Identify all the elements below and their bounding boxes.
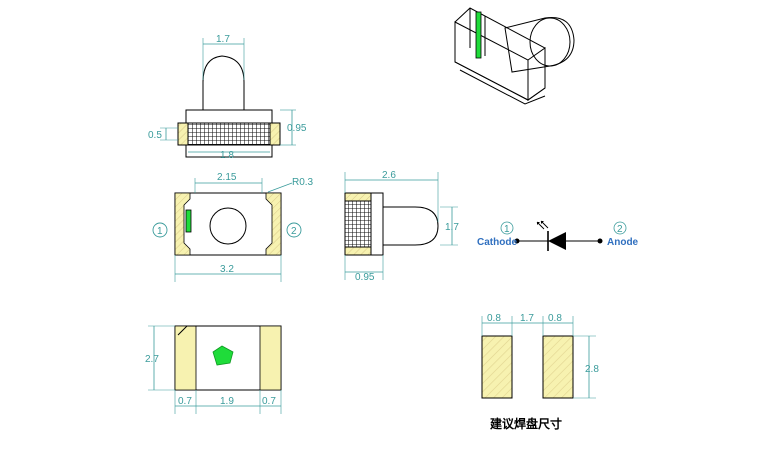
dim-side-height: 1.7: [445, 222, 459, 233]
pin1-circle: [152, 222, 168, 238]
dim-bottom-pad-right: 0.7: [262, 396, 276, 407]
dim-side-bottom: 0.95: [355, 272, 375, 283]
dim-bottom-height: 2.7: [145, 354, 159, 365]
dim-pad1: 0.8: [487, 313, 501, 324]
dim-front-length: 3.2: [220, 264, 234, 275]
top-grid-section: [177, 122, 281, 146]
pin2-circle: [286, 222, 302, 238]
schematic-pin2-number: 2: [617, 224, 623, 235]
front-view: 2.15 R0.3 3.2 1 2: [152, 172, 314, 282]
front-pad-left: [174, 192, 191, 256]
pad-layout-caption: 建议焊盘尺寸: [489, 416, 562, 431]
side-grid-body: [344, 192, 372, 256]
schematic-pin1-number: 1: [504, 224, 510, 235]
dim-gap: 1.7: [520, 313, 534, 324]
top-base: [185, 144, 273, 158]
dim-side-top: 2.6: [382, 170, 396, 181]
diode-symbol: [548, 232, 566, 250]
recommended-pad-right: [542, 335, 574, 399]
recommended-pad-left: [481, 335, 513, 399]
front-lens-circle: [209, 207, 247, 245]
bottom-pad-right: [259, 325, 282, 391]
pad-layout: 0.8 1.7 0.8 2.8 建议焊盘尺寸: [481, 313, 599, 431]
pin2-label: 2: [291, 226, 297, 237]
dim-radius: R0.3: [292, 177, 314, 188]
side-lens: [382, 206, 439, 246]
isometric-view: [454, 7, 575, 105]
top-pad-left: [177, 122, 189, 146]
bottom-view: 2.7 0.7 1.9 0.7: [145, 325, 282, 414]
dim-pad-height: 0.5: [148, 130, 162, 141]
top-pad-right: [269, 122, 281, 146]
top-view: 1.7 0.95 0.5 1.8: [148, 34, 307, 161]
dim-pad2: 0.8: [548, 313, 562, 324]
side-view: 2.6 1.7 0.95: [344, 170, 459, 283]
iso-green-stripe: [475, 11, 482, 59]
front-cathode-mark: [185, 209, 192, 233]
led-schematic: 1 2 Cathode Anode: [477, 220, 639, 251]
cathode-label: Cathode: [477, 237, 517, 248]
front-pad-right: [265, 192, 282, 256]
dim-top-height: 0.95: [287, 123, 307, 134]
top-body: [185, 109, 273, 124]
lens-dome: [202, 55, 245, 110]
pin1-label: 1: [157, 226, 163, 237]
dim-dome-width: 1.7: [216, 34, 230, 45]
bottom-polarity-mark: [212, 345, 234, 366]
anode-label: Anode: [607, 237, 639, 248]
dim-bottom-center: 1.9: [220, 396, 234, 407]
dim-base-width: 1.8: [220, 150, 234, 161]
dim-pad-height: 2.8: [585, 364, 599, 375]
bottom-pad-left: [174, 325, 197, 391]
dim-front-top: 2.15: [217, 172, 237, 183]
dim-bottom-pad-left: 0.7: [178, 396, 192, 407]
